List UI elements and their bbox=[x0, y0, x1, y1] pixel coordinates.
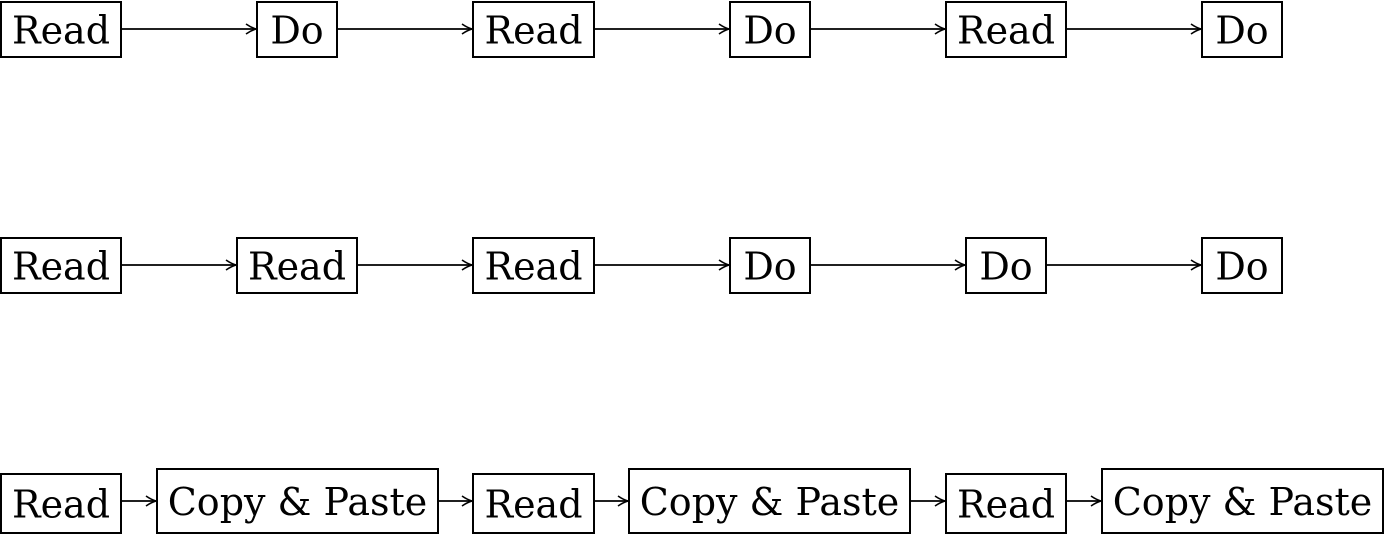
node-label: Read bbox=[957, 483, 1055, 527]
node-label: Do bbox=[979, 245, 1032, 289]
node-box bbox=[945, 473, 1067, 534]
node-label: Copy & Paste bbox=[168, 480, 428, 524]
node-do: Do bbox=[965, 237, 1047, 294]
node-box bbox=[256, 1, 338, 58]
node-do: Do bbox=[256, 1, 338, 58]
node-label: Do bbox=[743, 9, 796, 53]
node-box bbox=[472, 1, 595, 58]
node-read: Read bbox=[472, 237, 595, 294]
node-label: Read bbox=[12, 245, 110, 289]
node-label: Read bbox=[484, 483, 582, 527]
flow-row-3: Read Copy & Paste Read Copy & Paste Read Copy… bbox=[0, 468, 1384, 534]
node-read: Read bbox=[0, 237, 122, 294]
node-box bbox=[628, 468, 911, 534]
node-label: Copy & Paste bbox=[1113, 480, 1373, 524]
node-copy-paste: Copy & Paste bbox=[628, 468, 911, 534]
node-label: Do bbox=[1215, 245, 1268, 289]
node-box bbox=[472, 237, 595, 294]
node-box bbox=[156, 468, 439, 534]
node-label: Read bbox=[484, 9, 582, 53]
node-box bbox=[0, 473, 122, 534]
node-box bbox=[729, 1, 811, 58]
node-box bbox=[1201, 237, 1283, 294]
node-read: Read bbox=[236, 237, 358, 294]
node-box bbox=[0, 1, 122, 58]
node-label: Read bbox=[12, 9, 110, 53]
flow-row-2: Read Read Read Do Do Do bbox=[0, 237, 1283, 294]
node-label: Read bbox=[12, 483, 110, 527]
flow-row-1: Read Do Read Do Read Do bbox=[0, 1, 1283, 58]
node-read: Read bbox=[472, 1, 595, 58]
node-box bbox=[0, 237, 122, 294]
node-read: Read bbox=[0, 473, 122, 534]
node-copy-paste: Copy & Paste bbox=[1101, 468, 1384, 534]
node-label: Do bbox=[1215, 9, 1268, 53]
node-read: Read bbox=[472, 473, 595, 534]
node-box bbox=[965, 237, 1047, 294]
node-read: Read bbox=[945, 473, 1067, 534]
node-copy-paste: Copy & Paste bbox=[156, 468, 439, 534]
node-do: Do bbox=[1201, 237, 1283, 294]
node-box bbox=[1201, 1, 1283, 58]
node-do: Do bbox=[729, 237, 811, 294]
node-read: Read bbox=[0, 1, 122, 58]
node-box bbox=[1101, 468, 1384, 534]
node-box bbox=[236, 237, 358, 294]
node-do: Do bbox=[729, 1, 811, 58]
node-label: Read bbox=[484, 245, 582, 289]
node-label: Read bbox=[248, 245, 346, 289]
node-do: Do bbox=[1201, 1, 1283, 58]
node-label: Do bbox=[743, 245, 796, 289]
node-box bbox=[472, 473, 595, 534]
node-label: Do bbox=[270, 9, 323, 53]
node-label: Copy & Paste bbox=[640, 480, 900, 524]
node-read: Read bbox=[945, 1, 1067, 58]
node-label: Read bbox=[957, 9, 1055, 53]
